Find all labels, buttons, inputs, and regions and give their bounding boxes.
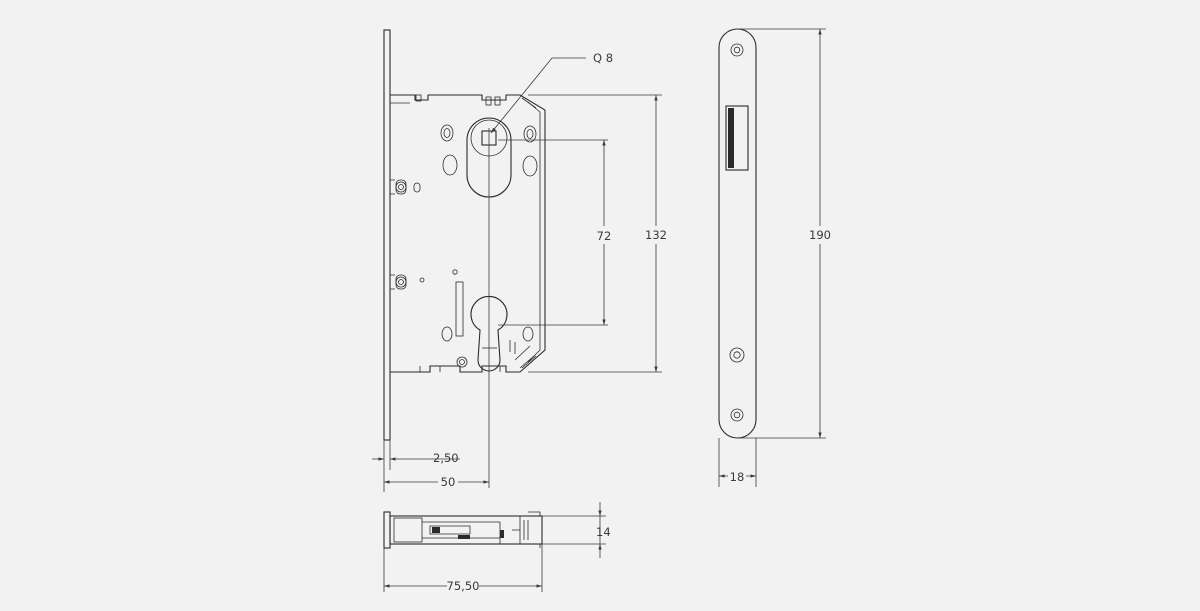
faceplate-front-view [718,28,757,439]
faceplate-length-label: 190 [809,228,831,242]
bottom-faceplate [383,511,391,549]
body-thickness-label: 14 [596,525,611,539]
faceplate-screw-hole-bottom [730,408,744,422]
backset-label: 50 [441,475,456,489]
faceplate-screw-hole-top [730,43,744,57]
body-depth-label: 75,50 [447,579,480,593]
distance-72-label: 72 [597,229,612,243]
bottom-view-dimensions: 14 75,50 [383,502,611,593]
lock-body-side-view [383,29,546,488]
faceplate-dimensions: 190 18 [718,28,833,487]
euro-cylinder-cutout [470,295,508,372]
latch-opening [725,105,749,171]
lock-body-bottom-view [383,511,543,549]
faceplate-edge [383,29,391,441]
bolt-slot [455,281,464,337]
screw-hole [395,181,407,193]
spindle-leader [490,57,553,134]
faceplate-outline [718,28,757,439]
screw-hole [395,276,407,288]
side-view-dimensions: Q 8 72 132 2,50 50 [372,51,669,492]
spindle-square-label: Q 8 [593,51,613,65]
distance-132-label: 132 [645,228,667,242]
faceplate-thickness-label: 2,50 [433,451,459,465]
faceplate-screw-hole-middle [729,347,745,363]
handle-follower [466,117,512,198]
case-inner-rail [527,101,541,363]
lock-case-outline [390,94,546,373]
faceplate-width-label: 18 [730,470,745,484]
